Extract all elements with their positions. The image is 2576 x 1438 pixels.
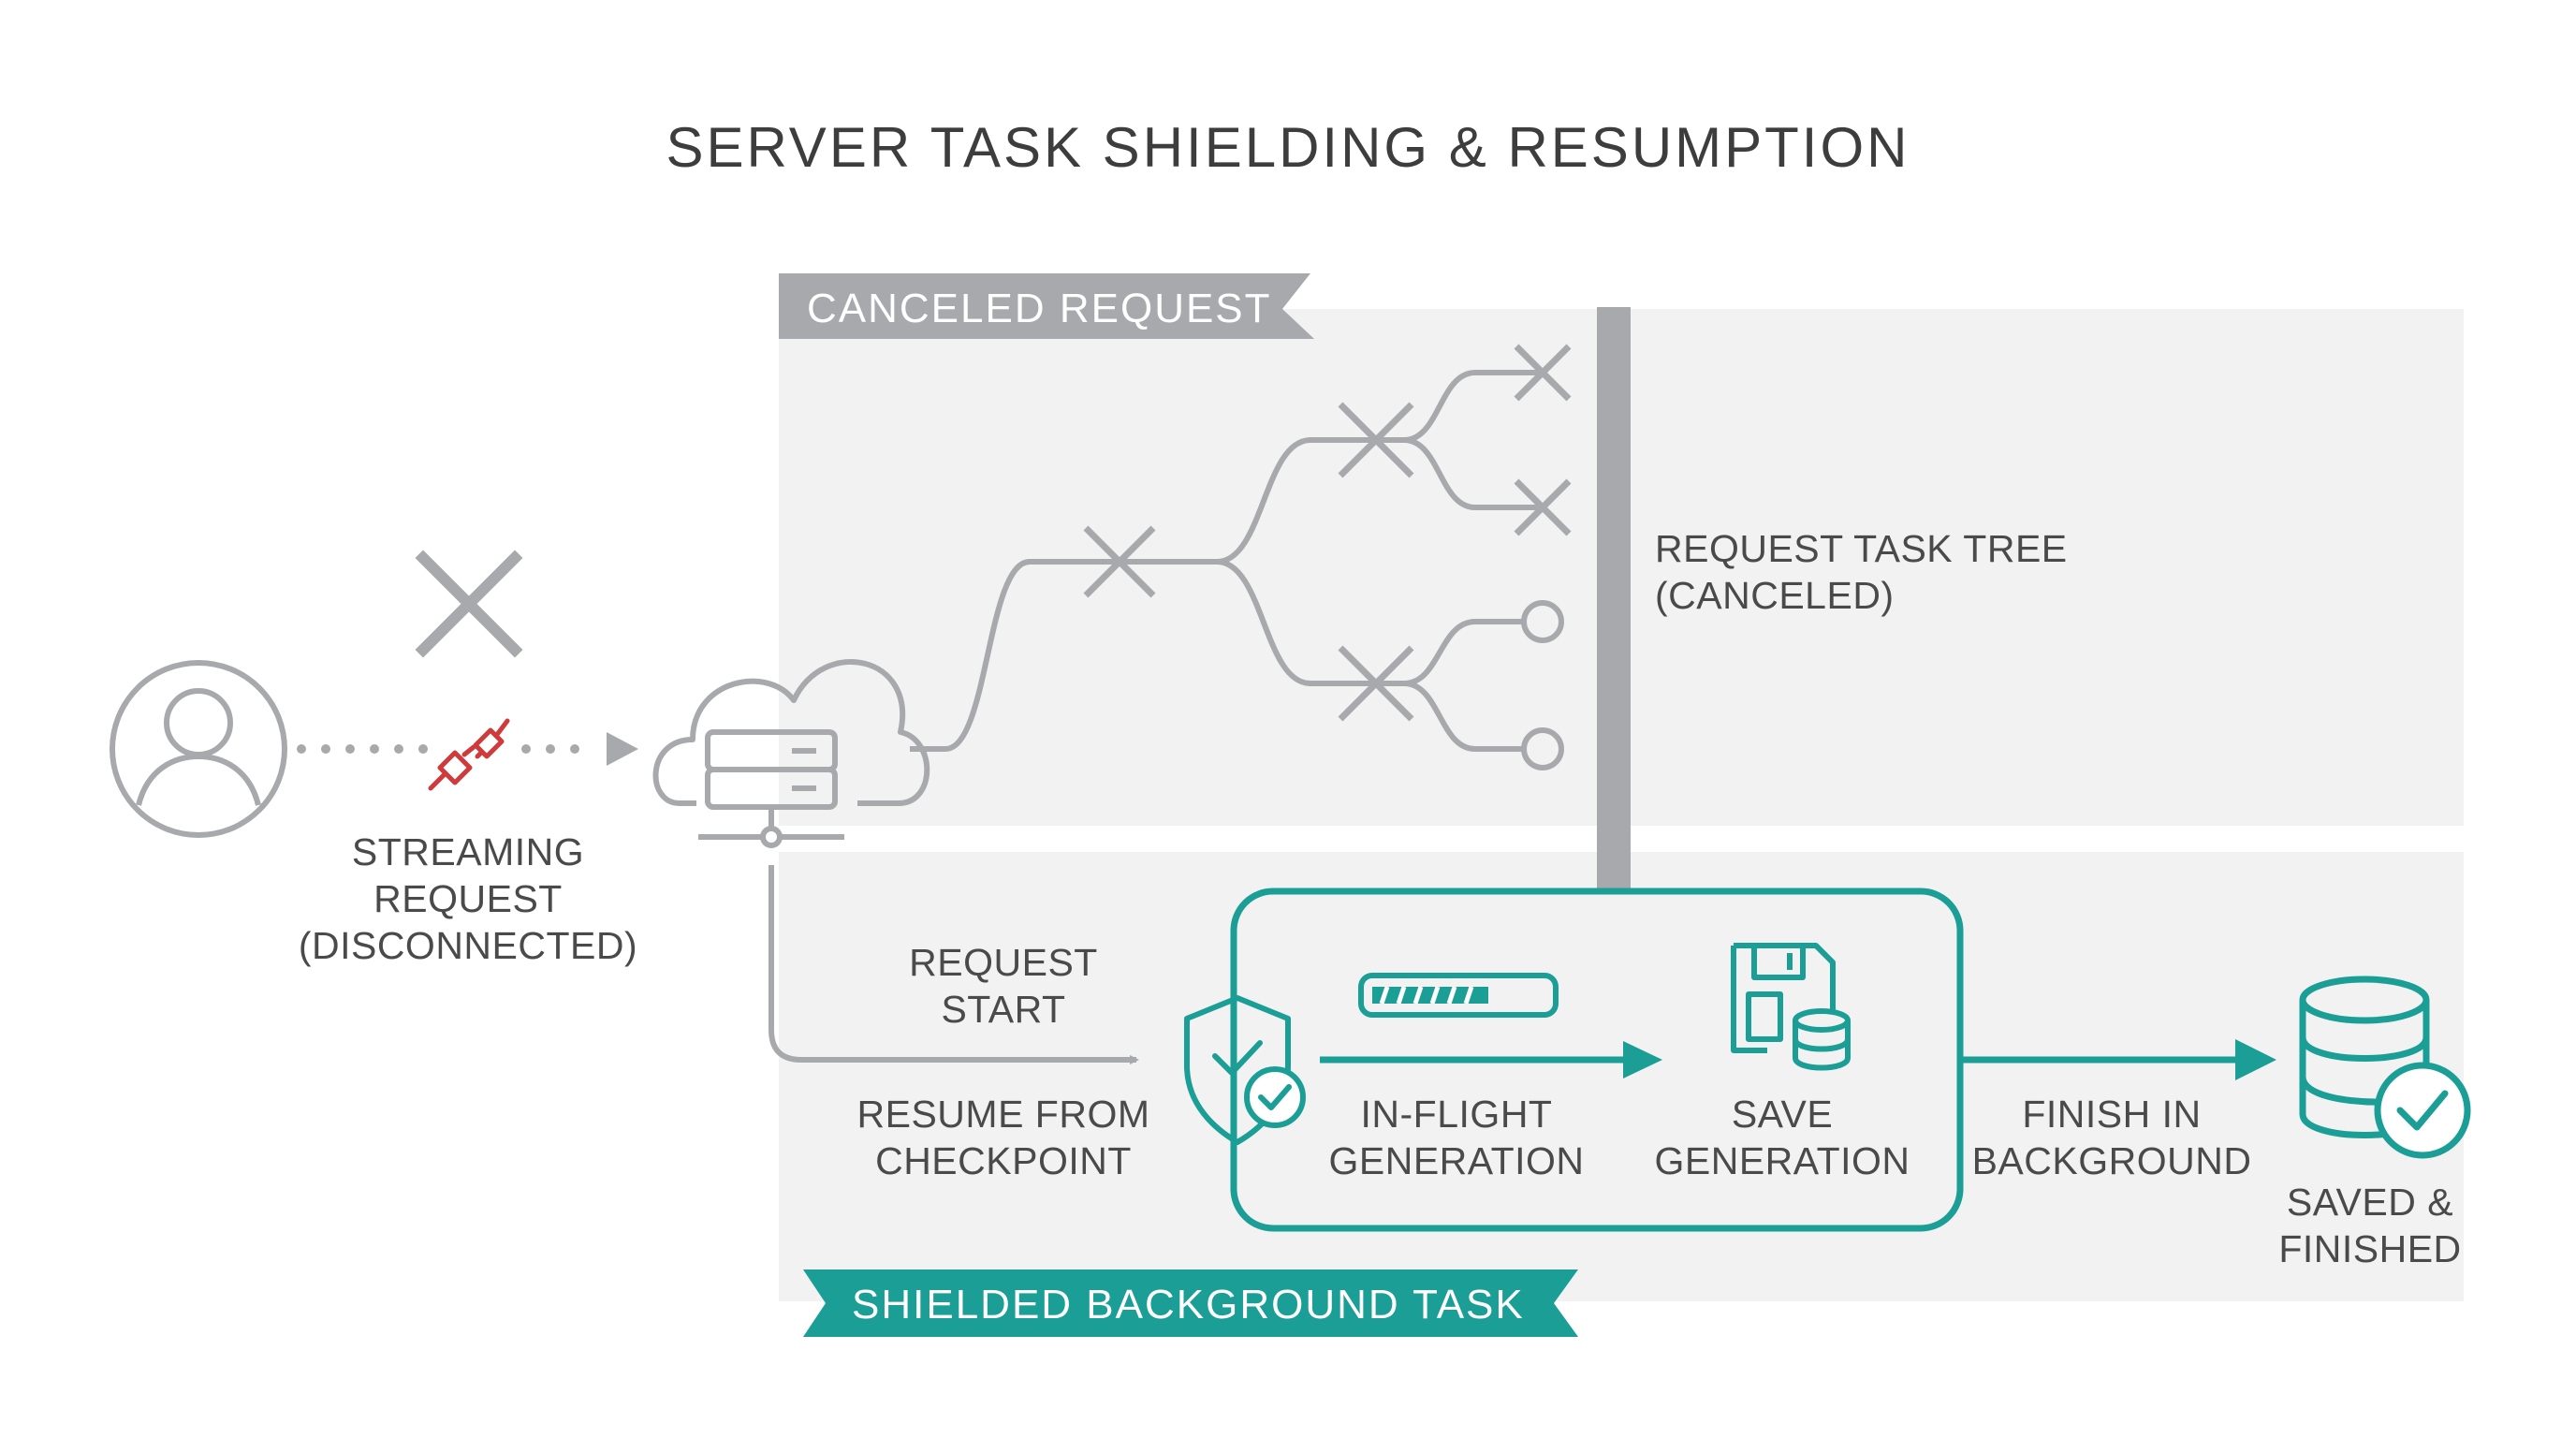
database-check-icon [2299, 976, 2471, 1159]
in-flight-label-line1: IN-FLIGHT [1361, 1093, 1553, 1136]
request-task-tree [910, 370, 1564, 770]
canceled-request-banner: CANCELED REQUEST [779, 273, 1314, 339]
canceled-task-x-marks [1083, 344, 1572, 722]
shielded-task-panel [779, 852, 2464, 1301]
finish-label-line2: BACKGROUND [1972, 1139, 2252, 1182]
cancel-x-icon [415, 550, 523, 658]
resume-label-line2: CHECKPOINT [875, 1139, 1132, 1182]
in-flight-label-line2: GENERATION [1328, 1139, 1584, 1182]
request-start-label-line1: REQUEST [909, 941, 1098, 984]
streaming-request-label-line2: REQUEST [373, 877, 563, 920]
save-label-line2: GENERATION [1654, 1139, 1910, 1182]
shielded-task-banner-label: SHIELDED BACKGROUND TASK [852, 1282, 1525, 1328]
request-start-label-line2: START [941, 988, 1065, 1031]
in-flight-to-save-arrow [1320, 1041, 1662, 1078]
saved-label-line2: FINISHED [2278, 1227, 2461, 1270]
panel-divider [1597, 307, 1631, 891]
canceled-request-banner-label: CANCELED REQUEST [807, 286, 1272, 331]
resume-path-arrow [768, 865, 1139, 1064]
streaming-request-label-line1: STREAMING [352, 830, 584, 873]
saved-label-line1: SAVED & [2287, 1181, 2453, 1224]
disconnected-plug-icon [428, 718, 510, 791]
task-tree-label-line2: (CANCELED) [1655, 574, 1895, 617]
save-label-line1: SAVE [1732, 1093, 1833, 1136]
task-tree-label-line1: REQUEST TASK TREE [1655, 527, 2068, 570]
user-icon [110, 660, 287, 838]
shielded-task-banner: SHIELDED BACKGROUND TASK [803, 1269, 1578, 1337]
shield-check-icon [1184, 995, 1306, 1145]
page-title: SERVER TASK SHIELDING & RESUMPTION [666, 116, 1910, 179]
resume-label-line1: RESUME FROM [857, 1093, 1150, 1136]
finish-arrow [1960, 1039, 2276, 1080]
progress-bar-icon [1358, 973, 1559, 1018]
dotted-connection [297, 732, 638, 766]
save-database-icon [1731, 943, 1851, 1071]
streaming-request-label-line3: (DISCONNECTED) [299, 924, 637, 967]
finish-label-line1: FINISH IN [2022, 1093, 2201, 1136]
